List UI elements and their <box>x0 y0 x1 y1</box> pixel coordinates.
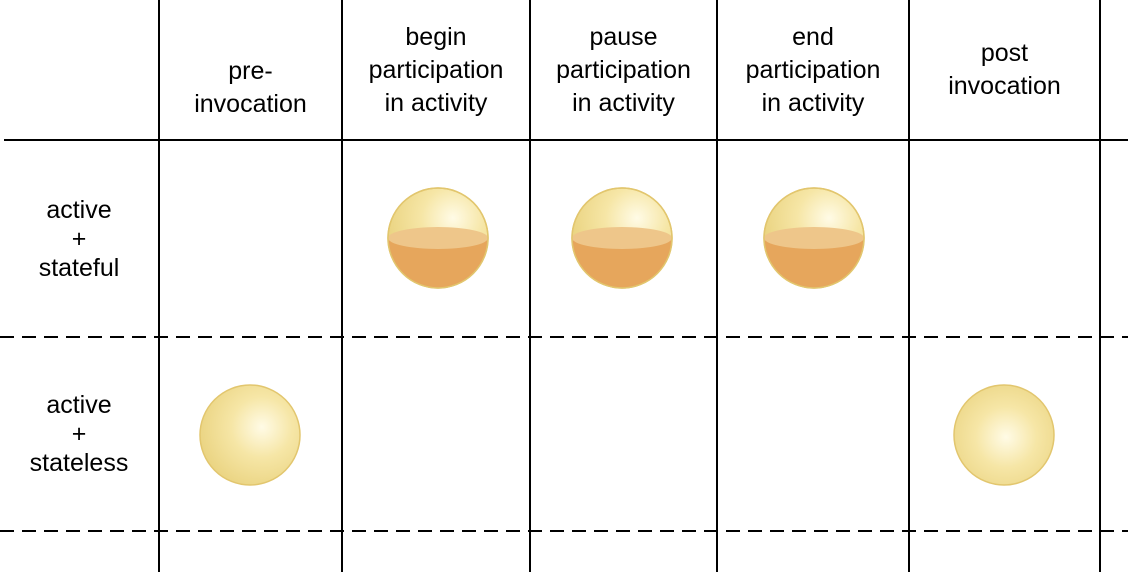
row-header-stateful: active + stateful <box>38 195 120 282</box>
half-filled-sphere-icon <box>387 187 489 289</box>
column-header-end: end participation in activity <box>745 22 881 117</box>
half-filled-sphere-icon <box>571 187 673 289</box>
half-filled-sphere-icon <box>763 187 865 289</box>
column-header-post-invocation: post invocation <box>948 39 1061 100</box>
column-header-begin: begin participation in activity <box>368 22 504 117</box>
column-header-pre-invocation: pre- invocation <box>194 57 307 118</box>
sphere-icon <box>953 384 1055 486</box>
column-header-pause: pause participation in activity <box>556 22 691 117</box>
row-header-stateless: active + stateless <box>29 391 129 477</box>
sphere-icon <box>199 384 301 486</box>
